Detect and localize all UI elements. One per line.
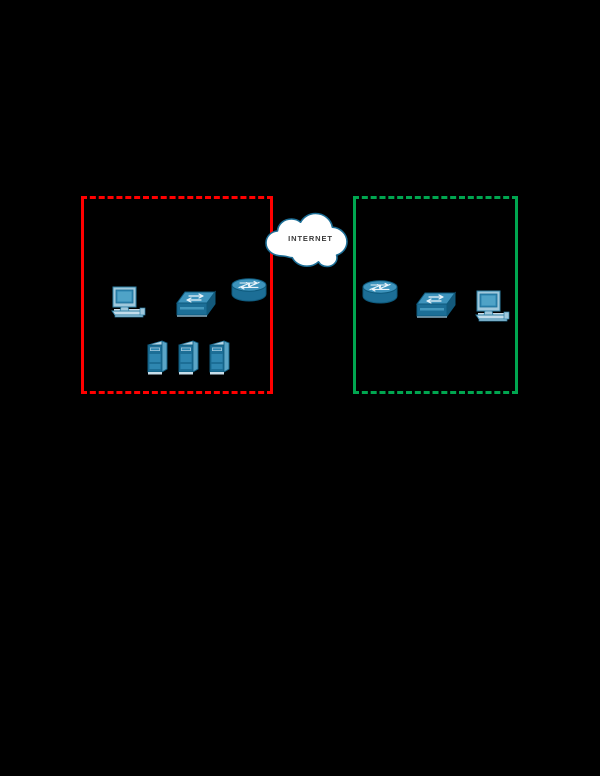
left-router[interactable] (230, 277, 268, 303)
router-icon (362, 280, 398, 304)
right-workstation[interactable] (474, 287, 512, 323)
workstation-icon (475, 290, 510, 322)
left-network-zone[interactable] (81, 196, 273, 394)
left-zone-border-right (270, 196, 273, 394)
right-switch[interactable] (415, 291, 457, 323)
server-icon (209, 340, 230, 375)
server-icon (178, 340, 199, 375)
left-workstation[interactable] (110, 283, 148, 319)
right-network-zone[interactable] (353, 196, 518, 394)
server-3[interactable] (207, 339, 232, 377)
right-zone-border-right (515, 196, 518, 394)
server-icon (147, 340, 168, 375)
cloud-icon (265, 212, 348, 268)
internet-cloud-label: INTERNET (288, 234, 333, 243)
left-zone-border-top (81, 196, 273, 199)
server-2[interactable] (176, 339, 201, 377)
right-zone-border-left (353, 196, 356, 394)
router-icon (231, 278, 267, 302)
right-router[interactable] (361, 279, 399, 305)
left-zone-border-left (81, 196, 84, 394)
switch-icon (176, 290, 216, 317)
right-zone-border-bottom (353, 391, 518, 394)
left-switch[interactable] (175, 290, 217, 322)
left-zone-border-bottom (81, 391, 273, 394)
workstation-icon (111, 286, 146, 318)
switch-icon (416, 291, 456, 318)
internet-cloud[interactable]: INTERNET (263, 212, 358, 268)
right-zone-border-top (353, 196, 518, 199)
server-1[interactable] (145, 339, 170, 377)
